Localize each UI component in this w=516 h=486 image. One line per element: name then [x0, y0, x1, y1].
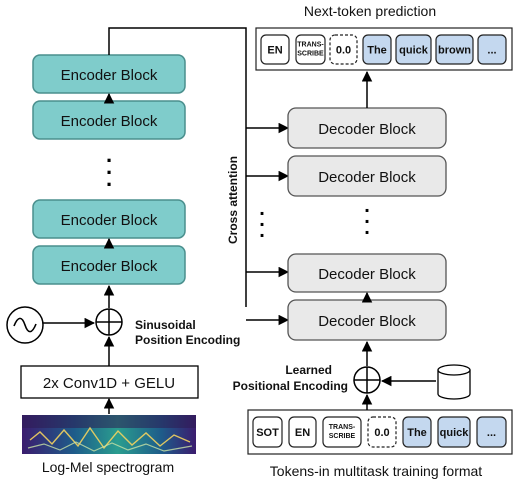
token-label: 0.0	[336, 45, 351, 57]
plus-circle-icon	[95, 308, 123, 336]
token-label: TRANS-	[297, 42, 324, 49]
decoder-block: Decoder Block	[287, 299, 447, 341]
encoder-block-label: Encoder Block	[61, 212, 158, 229]
decoder-block-label: Decoder Block	[318, 266, 416, 283]
encoder-block: Encoder Block	[32, 100, 186, 140]
token-label: brown	[438, 45, 471, 57]
token: quick	[437, 416, 471, 448]
encoder-block-label: Encoder Block	[61, 67, 158, 84]
svg-text:.: .	[106, 154, 112, 179]
top-title: Next-token prediction	[304, 3, 436, 19]
sinusoidal-label: Sinusoidal	[135, 318, 196, 332]
token: TRANS- SCRIBE	[322, 416, 362, 448]
token-label: EN	[267, 45, 282, 57]
encoder-output-line	[108, 27, 247, 307]
token: EN	[260, 34, 290, 65]
conv-box	[20, 365, 199, 399]
token-label: SCRIBE	[329, 433, 356, 440]
token: The	[362, 34, 392, 65]
spectrogram-caption: Log-Mel spectrogram	[42, 459, 174, 475]
bottom-title: Tokens-in multitask training format	[270, 463, 483, 479]
decoder-block-label: Decoder Block	[318, 313, 416, 330]
conv-label: 2x Conv1D + GELU	[43, 375, 175, 392]
svg-text:.: .	[364, 217, 370, 239]
decoder-stack: Decoder Block Decoder Block . . . Decode…	[287, 107, 447, 341]
token-label: ...	[487, 427, 496, 439]
token: 0.0	[329, 34, 358, 65]
plus-circle-icon	[353, 366, 381, 394]
svg-text:.: .	[259, 209, 265, 231]
learned-label: Learned	[285, 363, 332, 377]
token: The	[402, 416, 432, 448]
sinusoidal-label: Position Encoding	[135, 333, 240, 347]
token-label: EN	[295, 427, 310, 439]
output-token-group: EN TRANS- SCRIBE 0.0 The quick brown...	[260, 34, 507, 65]
svg-text:.: .	[364, 206, 370, 228]
token-label: The	[367, 45, 387, 57]
database-icon	[437, 364, 471, 400]
token: SOT	[252, 416, 283, 448]
decoder-ellipsis: . . .	[364, 195, 370, 239]
sine-wave-icon	[6, 306, 44, 344]
token-label: quick	[399, 45, 429, 57]
token: brown	[435, 34, 474, 65]
svg-text:.: .	[106, 166, 112, 191]
svg-text:.: .	[259, 220, 265, 242]
token-label: The	[407, 427, 427, 439]
token: EN	[288, 416, 317, 448]
encoder-block-label: Encoder Block	[61, 258, 158, 275]
token-label: SOT	[256, 427, 279, 439]
token: quick	[395, 34, 432, 65]
svg-text:.: .	[106, 142, 112, 167]
decoder-block: Decoder Block	[287, 155, 447, 197]
spectrogram-image	[22, 415, 196, 454]
encoder-block: Encoder Block	[32, 245, 186, 285]
cross-attention-label: Cross attention	[226, 156, 240, 244]
token: ...	[476, 416, 507, 448]
decoder-block-label: Decoder Block	[318, 169, 416, 186]
svg-text:.: .	[364, 195, 370, 217]
encoder-block: Encoder Block	[32, 54, 186, 94]
encoder-block-label: Encoder Block	[61, 113, 158, 130]
decoder-block: Decoder Block	[287, 107, 447, 149]
encoder-block: Encoder Block	[32, 199, 186, 239]
learned-label: Positional Encoding	[233, 379, 348, 393]
token: TRANS- SCRIBE	[295, 34, 326, 65]
token: 0.0	[367, 416, 397, 448]
input-token-group: SOT EN TRANS- SCRIBE 0.0 The quick...	[252, 416, 507, 448]
decoder-block: Decoder Block	[287, 253, 447, 293]
token-label: ...	[487, 45, 496, 57]
token: ...	[477, 34, 507, 65]
token-label: quick	[440, 427, 470, 439]
svg-text:.: .	[259, 198, 265, 220]
cross-attention-ellipsis: . . .	[259, 198, 265, 242]
token-label: TRANS-	[329, 424, 356, 431]
decoder-block-label: Decoder Block	[318, 121, 416, 138]
token-label: 0.0	[374, 427, 389, 439]
encoder-ellipsis: . . .	[106, 142, 112, 191]
token-label: SCRIBE	[297, 51, 324, 58]
encoder-stack: Encoder Block Encoder Block . . . Encode…	[32, 54, 186, 285]
